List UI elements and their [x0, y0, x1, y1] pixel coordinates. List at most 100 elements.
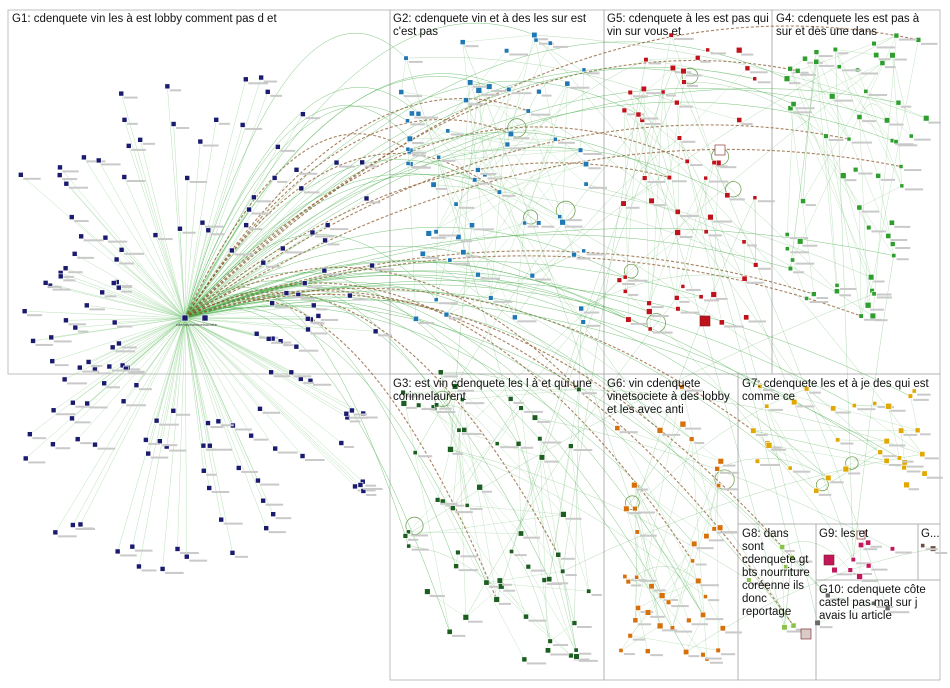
graph-node	[129, 543, 136, 550]
node-label-placeholder	[640, 117, 659, 120]
node-label-placeholder	[809, 301, 829, 304]
highlight-node	[800, 628, 812, 640]
edge	[669, 82, 685, 178]
highlight-node	[714, 144, 726, 156]
node-label-placeholder	[365, 493, 377, 496]
graph-node	[889, 546, 895, 552]
edge	[184, 159, 475, 319]
edge	[184, 293, 457, 567]
node-label-placeholder	[861, 580, 878, 583]
graph-node	[546, 576, 553, 583]
edge	[804, 58, 850, 140]
graph-node	[464, 503, 470, 508]
node-label-placeholder	[725, 631, 742, 634]
node-label-placeholder	[97, 447, 116, 450]
graph-node	[507, 130, 514, 138]
edge	[184, 295, 687, 653]
graph-node	[790, 101, 797, 108]
graph-node	[69, 415, 75, 422]
graph-node	[616, 277, 623, 283]
graph-node	[790, 257, 795, 263]
graph-node	[560, 568, 566, 574]
hub-label-cdenquete: cdenquete	[176, 323, 196, 327]
graph-node	[77, 364, 83, 371]
edge	[625, 291, 854, 560]
edge	[184, 317, 364, 492]
edge	[184, 317, 222, 520]
node-label-placeholder	[421, 408, 436, 411]
edge	[672, 67, 888, 609]
edge	[578, 389, 923, 455]
graph-node	[248, 432, 254, 439]
edge	[458, 430, 467, 618]
graph-node	[872, 401, 878, 406]
edge	[436, 86, 490, 300]
graph-node	[405, 118, 410, 124]
edge	[676, 102, 680, 139]
edge	[45, 282, 186, 319]
graph-node	[315, 313, 322, 319]
node-label-placeholder	[303, 381, 315, 384]
node-label-placeholder	[553, 45, 569, 48]
node-label-placeholder	[920, 42, 938, 45]
node-label-placeholder	[121, 290, 132, 293]
graph-node	[109, 344, 116, 351]
edge	[81, 236, 186, 319]
node-label-placeholder	[884, 66, 896, 69]
edge	[184, 287, 754, 432]
graph-node	[111, 319, 118, 326]
edge	[643, 88, 650, 312]
node-label-placeholder	[458, 569, 479, 572]
node-label-placeholder	[117, 325, 133, 328]
edge	[184, 317, 347, 414]
edge	[477, 40, 537, 171]
node-label-placeholder	[746, 244, 757, 247]
edge	[440, 372, 468, 506]
node-label-placeholder	[262, 411, 280, 414]
graph-node	[703, 229, 709, 235]
node-label-placeholder	[684, 389, 703, 392]
graph-node	[402, 533, 409, 539]
graph-node	[372, 328, 379, 335]
graph-node	[145, 450, 152, 457]
node-label-placeholder	[23, 177, 41, 180]
edge	[549, 446, 572, 580]
node-label-placeholder	[452, 452, 464, 455]
node-label-placeholder	[716, 531, 737, 534]
node-label-placeholder	[127, 122, 138, 125]
node-label-placeholder	[251, 212, 271, 215]
graph-node	[258, 74, 264, 81]
node-label-placeholder	[107, 240, 128, 243]
node-label-placeholder	[365, 484, 377, 487]
node-label-placeholder	[924, 457, 939, 460]
graph-node	[496, 577, 503, 584]
node-label-placeholder	[757, 200, 775, 203]
node-label-placeholder	[52, 288, 71, 291]
edge	[184, 105, 411, 319]
edge	[458, 430, 468, 506]
edge	[184, 290, 550, 580]
node-label-placeholder	[32, 437, 47, 440]
graph-node	[781, 624, 788, 631]
node-label-placeholder	[708, 180, 729, 183]
hub-node-vinetsociete	[201, 314, 209, 322]
graph-node	[883, 457, 890, 464]
graph-node	[871, 291, 877, 297]
graph-node	[309, 229, 316, 236]
edge	[184, 317, 363, 482]
node-label-placeholder	[531, 113, 551, 116]
graph-node	[359, 159, 365, 166]
edge	[447, 130, 581, 151]
node-label-placeholder	[275, 517, 292, 520]
graph-node	[293, 343, 300, 350]
node-label-placeholder	[418, 455, 433, 458]
node-label-placeholder	[175, 413, 191, 416]
edge	[118, 317, 186, 344]
graph-node	[83, 302, 90, 309]
edge	[528, 79, 568, 112]
graph-node	[251, 194, 257, 201]
graph-node	[321, 267, 328, 274]
node-label-placeholder	[908, 488, 920, 491]
graph-node	[578, 305, 585, 312]
node-label-placeholder	[54, 364, 69, 367]
